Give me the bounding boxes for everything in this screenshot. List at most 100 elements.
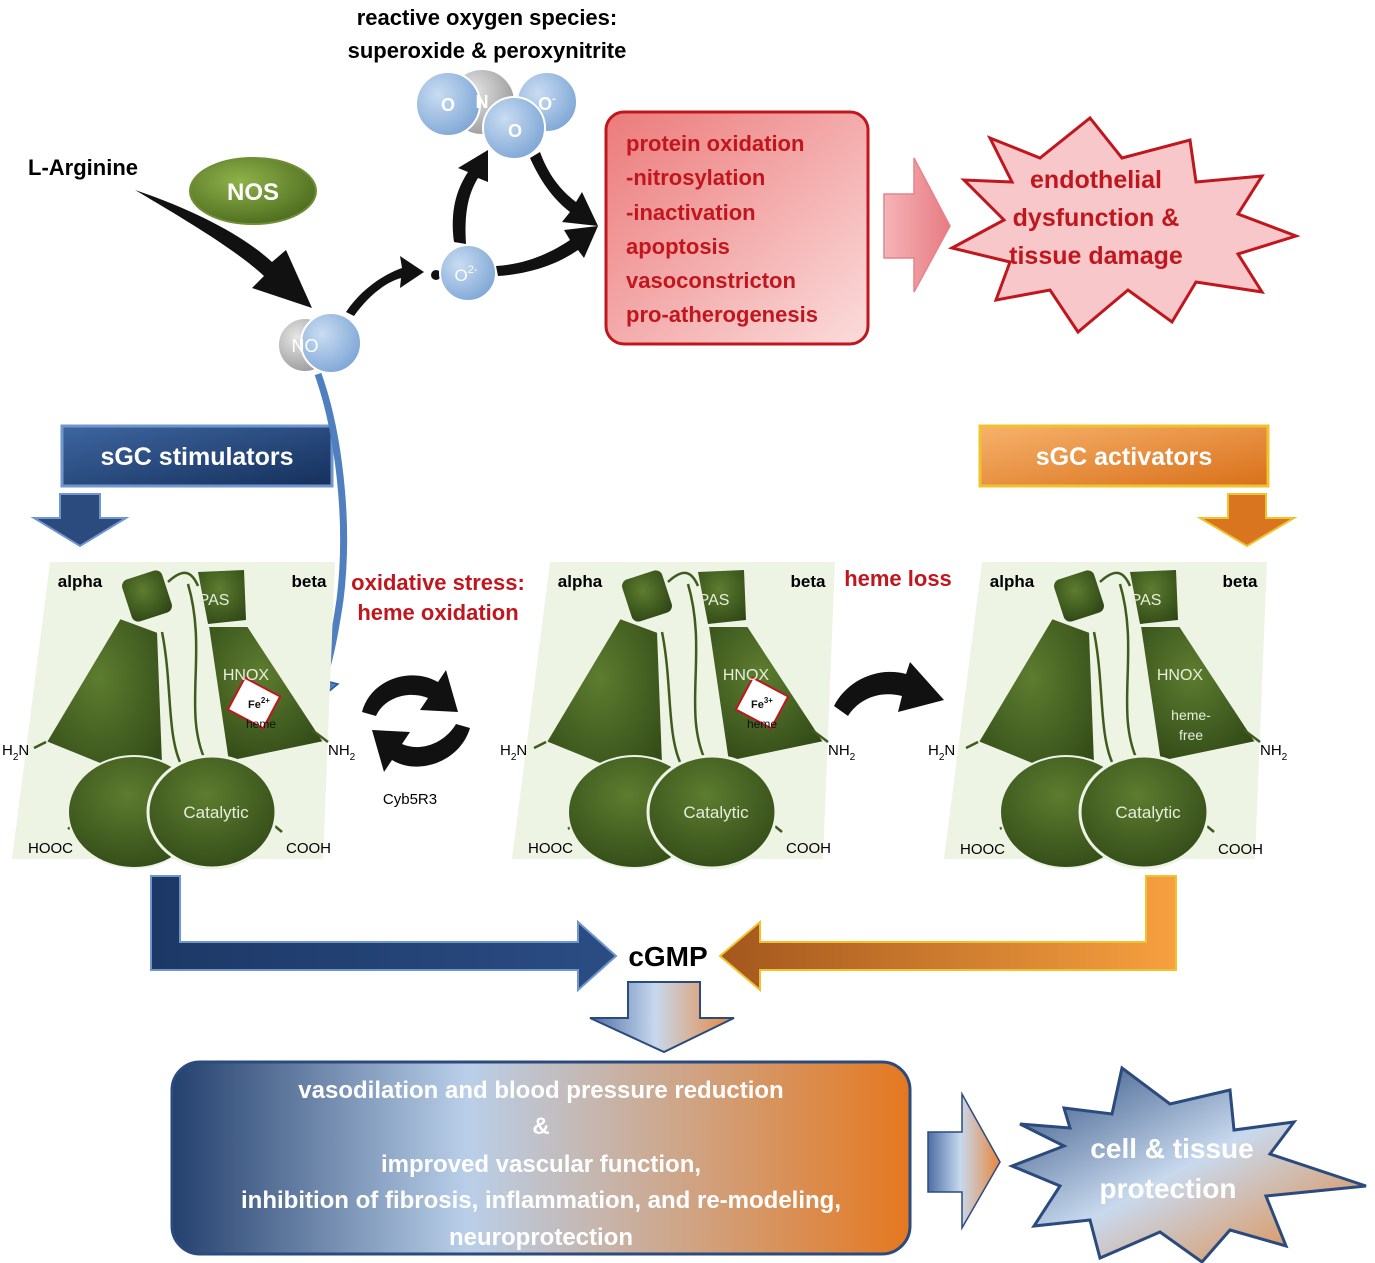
- atom-o2-label: O: [508, 121, 522, 141]
- cooh-label-1: COOH: [286, 840, 331, 857]
- h2n-label-1: H2N: [2, 742, 29, 763]
- damage-box-text: protein oxidation -nitrosylation -inacti…: [626, 131, 818, 327]
- no-to-superoxide-arrow: [346, 256, 424, 316]
- oxidative-stress-line1: oxidative stress:: [351, 570, 525, 595]
- fe2-label: Fe2+: [248, 696, 270, 711]
- catalytic-label-2: Catalytic: [683, 803, 749, 822]
- damage-line-3: -inactivation: [626, 200, 756, 225]
- damage-to-dysfunction-arrow: [883, 157, 951, 293]
- h2n-label-2: H2N: [500, 742, 527, 763]
- atom-o-minus-label: O-: [538, 93, 556, 114]
- effects-line-5: neuroprotection: [449, 1224, 633, 1251]
- pas-label-3: PAS: [1131, 592, 1162, 609]
- superoxide-to-damage-arrow: [496, 226, 598, 276]
- effects-line-2: &: [532, 1113, 549, 1140]
- reduction-cycle-arrow: [372, 724, 470, 772]
- superoxide-molecule: O2-: [431, 244, 497, 302]
- protection-line-1: cell & tissue: [1090, 1133, 1253, 1164]
- alpha-label-3: alpha: [990, 572, 1035, 591]
- alpha-label-1: alpha: [58, 572, 103, 591]
- dysfunction-burst: [947, 115, 1301, 335]
- heme-label-1: heme: [246, 717, 276, 731]
- sgc-activators-label: sGC activators: [1036, 443, 1212, 471]
- dysfunction-line-3: tissue damage: [1009, 242, 1183, 270]
- damage-line-6: pro-atherogenesis: [626, 302, 818, 327]
- effects-line-1: vasodilation and blood pressure reductio…: [298, 1077, 783, 1104]
- sgc-stimulators-label: sGC stimulators: [100, 443, 293, 471]
- damage-line-2: -nitrosylation: [626, 165, 765, 190]
- hooc-label-3: HOOC: [960, 841, 1005, 858]
- no-label: NO: [292, 336, 319, 356]
- sgc-enzyme-fe3: Fe3+ heme: [510, 560, 837, 870]
- damage-line-5: vasoconstricton: [626, 268, 796, 293]
- effects-line-4: inhibition of fibrosis, inflammation, an…: [241, 1187, 841, 1214]
- activators-down-arrow: [1196, 493, 1298, 548]
- pas-label-2: PAS: [699, 592, 730, 609]
- pas-label-1: PAS: [199, 592, 230, 609]
- l-arginine-label: L-Arginine: [28, 155, 138, 180]
- hnox-label-3: HNOX: [1157, 667, 1204, 684]
- ros-title-line1: reactive oxygen species:: [357, 5, 617, 30]
- superoxide-to-peroxynitrite-arrow: [452, 150, 488, 244]
- dysfunction-line-1: endothelial: [1030, 166, 1162, 194]
- protection-burst: [1007, 1065, 1367, 1263]
- atom-o1-circle: [415, 71, 481, 137]
- cooh-label-2: COOH: [786, 840, 831, 857]
- stimulators-to-cgmp-arrow: [150, 875, 618, 993]
- heme-label-2: heme: [747, 717, 777, 731]
- hooc-label-2: HOOC: [528, 840, 573, 857]
- effects-box: [170, 1060, 912, 1256]
- effects-to-protection-arrow: [927, 1091, 1001, 1231]
- beta-label-2: beta: [791, 572, 827, 591]
- atom-n-label: N: [476, 92, 489, 112]
- nh2-label-2: NH2: [828, 742, 856, 763]
- heme-fe3-box: [734, 676, 790, 730]
- heme-free-label-1: heme-: [1171, 707, 1211, 723]
- sgc-enzyme-fe2: Fe2+ heme: [10, 560, 337, 870]
- cgmp-down-arrow: [589, 981, 735, 1054]
- stimulators-down-arrow: [30, 493, 130, 548]
- catalytic-label-1: Catalytic: [183, 803, 249, 822]
- heme-loss-arrow: [834, 662, 944, 716]
- no-o-circle: [300, 312, 362, 374]
- oxidative-stress-line2: heme oxidation: [357, 600, 518, 625]
- superoxide-circle: [439, 244, 497, 302]
- sgc-stimulators-box: [60, 424, 334, 488]
- radical-dot: [431, 270, 441, 280]
- damage-line-4: apoptosis: [626, 234, 730, 259]
- cooh-label-3: COOH: [1218, 841, 1263, 858]
- heme-loss-label: heme loss: [844, 566, 952, 591]
- h2n-label-3: H2N: [928, 742, 955, 763]
- superoxide-label: O2-: [454, 264, 477, 285]
- effects-box-text: vasodilation and blood pressure reductio…: [241, 1077, 841, 1251]
- fe3-label: Fe3+: [751, 696, 773, 711]
- cgmp-label: cGMP: [628, 941, 707, 972]
- cyb5r3-label: Cyb5R3: [383, 791, 437, 808]
- dysfunction-line-2: dysfunction &: [1013, 204, 1180, 232]
- protection-line-2: protection: [1100, 1173, 1237, 1204]
- damage-box: [604, 110, 870, 346]
- damage-line-1: protein oxidation: [626, 131, 804, 156]
- heme-free-label-2: free: [1179, 727, 1203, 743]
- heme-fe2-box: [226, 676, 282, 730]
- catalytic-label-3: Catalytic: [1115, 803, 1181, 822]
- enzyme-labels: alpha beta PAS HNOX Catalytic H2N NH2 HO…: [2, 572, 1288, 858]
- oxidation-cycle-arrow: [362, 670, 458, 716]
- arginine-to-no-arrow: [135, 190, 312, 308]
- sgc-activators-box: [978, 424, 1270, 488]
- atom-o2-circle: [482, 96, 546, 160]
- beta-label-1: beta: [292, 572, 328, 591]
- beta-label-3: beta: [1223, 572, 1259, 591]
- atom-o1-label: O: [441, 95, 455, 115]
- peroxynitrite-to-damage-arrow: [530, 152, 598, 226]
- effects-line-3: improved vascular function,: [381, 1151, 701, 1178]
- hnox-label-2: HNOX: [723, 667, 770, 684]
- hooc-label-1: HOOC: [28, 840, 73, 857]
- no-molecule: NO: [277, 312, 362, 374]
- nh2-label-1: NH2: [328, 742, 356, 763]
- sgc-enzyme-heme-free: heme- free: [942, 560, 1269, 870]
- alpha-label-2: alpha: [558, 572, 603, 591]
- hnox-label-1: HNOX: [223, 667, 270, 684]
- nh2-label-3: NH2: [1260, 742, 1288, 763]
